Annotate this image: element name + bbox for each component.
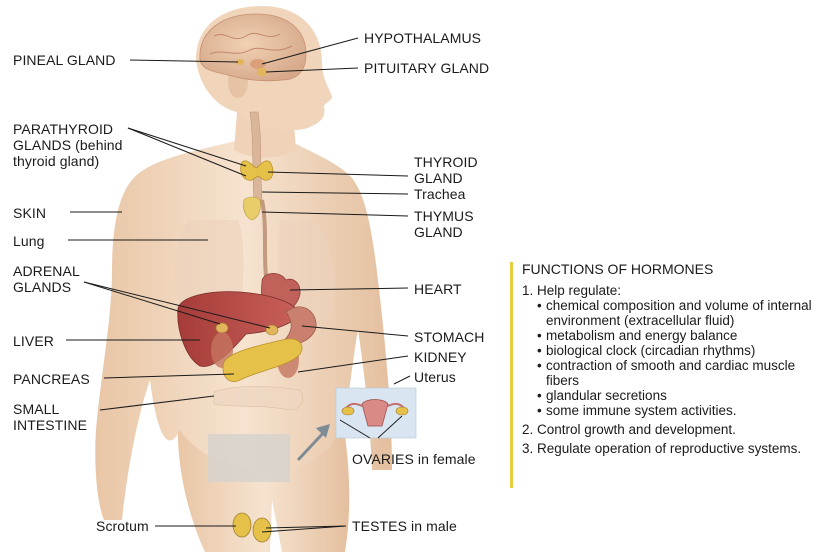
function-subitem: contraction of smooth and cardiac muscle… — [537, 358, 827, 388]
function-subitem: some immune system activities. — [537, 403, 827, 418]
functions-title: FUNCTIONS OF HORMONES — [522, 262, 827, 277]
label-uterus: Uterus — [414, 369, 456, 385]
label-small-intestine: SMALL INTESTINE — [13, 401, 99, 433]
testis-left — [233, 513, 251, 537]
label-scrotum: Scrotum — [96, 518, 149, 534]
adrenal-left — [216, 323, 228, 333]
label-hypothalamus: HYPOTHALAMUS — [364, 30, 481, 46]
label-stomach: STOMACH — [414, 329, 484, 345]
testis-right — [253, 518, 271, 542]
function-subitem: metabolism and energy balance — [537, 328, 827, 343]
label-kidney: KIDNEY — [414, 349, 467, 365]
label-liver: LIVER — [13, 333, 54, 349]
pituitary-spot — [257, 68, 267, 76]
function-subitems: chemical composition and volume of inter… — [522, 298, 827, 418]
label-lung: Lung — [13, 233, 45, 249]
adrenal-right — [266, 325, 278, 335]
label-parathyroid-glands: PARATHYROID GLANDS (behind thyroid gland… — [13, 121, 131, 169]
censor-box — [208, 434, 290, 482]
uterus-inset — [336, 388, 416, 438]
label-trachea: Trachea — [414, 186, 466, 202]
label-ovaries: OVARIES in female — [352, 451, 476, 467]
label-pancreas: PANCREAS — [13, 371, 90, 387]
label-thyroid-gland: THYROID GLAND — [414, 154, 484, 186]
label-heart: HEART — [414, 281, 462, 297]
function-item-1: 1. Help regulate: chemical composition a… — [522, 283, 827, 418]
function-item-1-text: 1. Help regulate: — [522, 283, 827, 298]
label-pineal-gland: PINEAL GLAND — [13, 52, 116, 68]
function-subitem: biological clock (circadian rhythms) — [537, 343, 827, 358]
label-skin: SKIN — [13, 205, 46, 221]
label-testes: TESTES in male — [352, 518, 457, 534]
label-adrenal-glands: ADRENAL GLANDS — [13, 263, 93, 295]
label-thymus-gland: THYMUS GLAND — [414, 208, 484, 240]
functions-of-hormones-panel: FUNCTIONS OF HORMONES 1. Help regulate: … — [510, 262, 827, 488]
label-pituitary-gland: PITUITARY GLAND — [364, 60, 489, 76]
function-subitem: chemical composition and volume of inter… — [537, 298, 827, 328]
function-subitem: glandular secretions — [537, 388, 827, 403]
function-item-2: 2. Control growth and development. — [522, 422, 827, 437]
function-item-3: 3. Regulate operation of reproductive sy… — [522, 441, 827, 456]
